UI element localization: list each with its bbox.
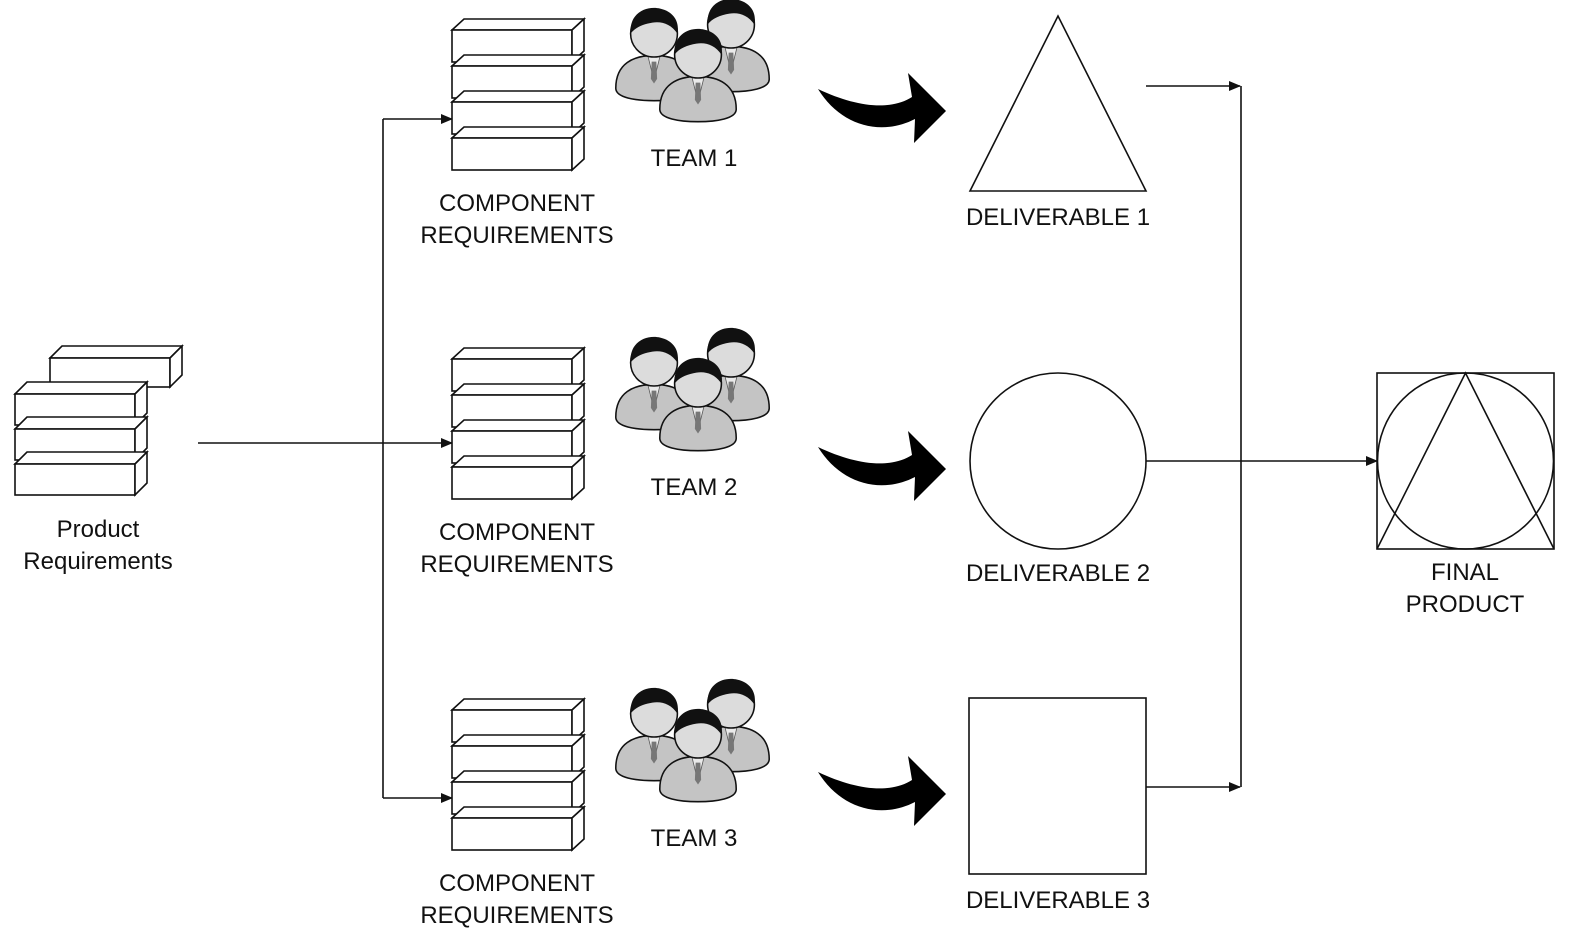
component-label-3-line1: COMPONENT <box>438 870 595 897</box>
product-requirements-label: Product Requirements <box>23 514 172 578</box>
final-product-label-line1: FINAL <box>1430 559 1500 586</box>
fan-in-connectors <box>1146 81 1378 792</box>
deliverable-circle-shape <box>969 372 1147 550</box>
component-requirements-label-2: COMPONENT REQUIREMENTS <box>420 517 613 581</box>
product-requirements-icon <box>13 344 184 497</box>
deliverable-label-2: DELIVERABLE 2 <box>965 560 1151 587</box>
component-label-3-line2: REQUIREMENTS <box>420 902 614 929</box>
component-label-2-line1: COMPONENT <box>438 519 595 546</box>
component-requirements-icon-3 <box>451 698 585 851</box>
component-label-2-line2: REQUIREMENTS <box>420 551 614 578</box>
fan-out-connectors <box>198 114 453 803</box>
component-requirements-icon-1 <box>451 18 585 171</box>
deliverable-label-1: DELIVERABLE 1 <box>965 204 1151 231</box>
team-people-icon-2 <box>615 327 770 452</box>
component-requirements-label-1: COMPONENT REQUIREMENTS <box>420 188 613 252</box>
curved-arrow-icon-2 <box>818 431 946 501</box>
team-people-icon-1 <box>615 0 770 123</box>
team-label-2: TEAM 2 <box>650 474 738 501</box>
final-product-label: FINAL PRODUCT <box>1406 557 1525 621</box>
team-label-3: TEAM 3 <box>650 825 738 852</box>
component-label-1-line1: COMPONENT <box>438 190 595 217</box>
team-label-1: TEAM 1 <box>650 145 738 172</box>
curved-arrow-icon-3 <box>818 756 946 826</box>
component-label-1-line2: REQUIREMENTS <box>420 222 614 249</box>
component-requirements-icon-2 <box>451 347 585 500</box>
deliverable-label-3: DELIVERABLE 3 <box>965 887 1151 914</box>
final-product-label-line2: PRODUCT <box>1405 591 1525 618</box>
curved-arrow-icon-1 <box>818 73 946 143</box>
team-people-icon-3 <box>615 678 770 803</box>
final-product-shape <box>1376 371 1555 550</box>
deliverable-square-shape <box>968 697 1147 875</box>
product-requirements-label-line1: Product <box>56 516 140 543</box>
deliverable-triangle-shape <box>968 14 1148 192</box>
product-requirements-label-line2: Requirements <box>23 548 173 575</box>
component-requirements-label-3: COMPONENT REQUIREMENTS <box>420 868 613 932</box>
